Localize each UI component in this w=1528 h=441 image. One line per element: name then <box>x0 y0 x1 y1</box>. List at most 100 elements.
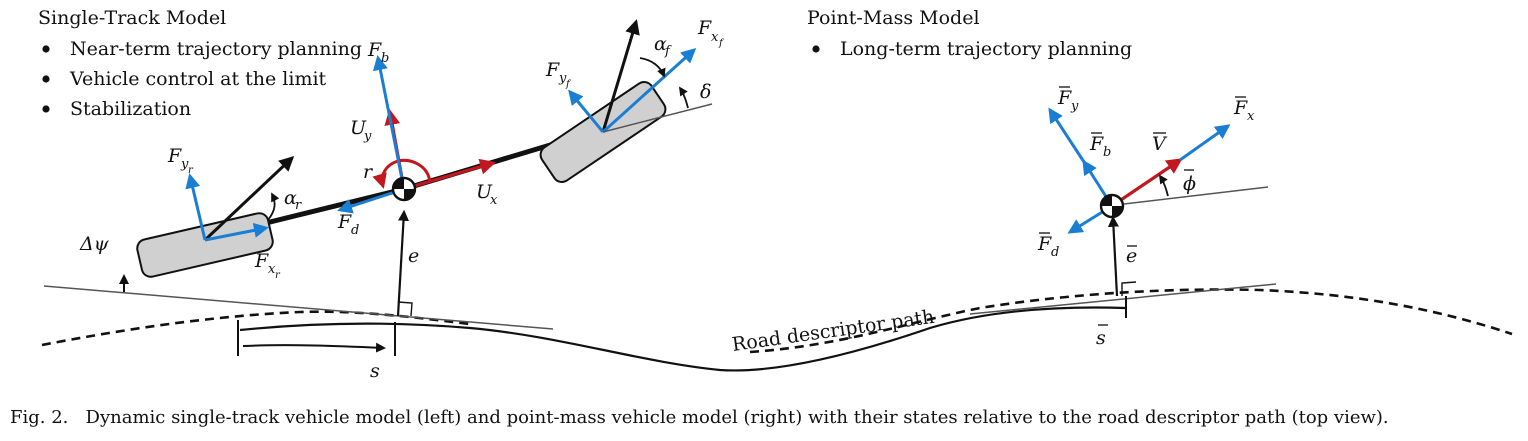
svg-text:F: F <box>367 39 382 61</box>
right-bullet-1: Long-term trajectory planning <box>840 38 1132 60</box>
svg-text:b: b <box>1103 145 1111 160</box>
svg-text:V: V <box>1152 133 1168 155</box>
symbol-delta: δ <box>700 81 711 103</box>
svg-text:F: F <box>1233 97 1248 119</box>
svg-text:x: x <box>711 30 719 45</box>
symbol-r-yaw: r <box>363 161 374 183</box>
center-of-gravity-left <box>391 176 417 202</box>
left-bullet-3: Stabilization <box>70 98 191 120</box>
heading-angle-phi-arc <box>1159 174 1169 197</box>
label-F-d: F d <box>337 211 359 238</box>
svg-text:r: r <box>188 165 194 176</box>
steer-angle-arc <box>679 86 689 109</box>
svg-text:F: F <box>254 250 269 272</box>
symbol-dpsi: Δψ <box>79 233 110 255</box>
right-model-title: Point-Mass Model <box>807 7 980 29</box>
label-F-x-f: F x f <box>697 17 725 49</box>
label-F-d-bar: F d <box>1037 232 1059 260</box>
road-descriptor-path-solid <box>239 306 1126 372</box>
bullet-dot <box>42 45 50 53</box>
svg-text:U: U <box>476 181 493 203</box>
front-longitudinal-force-arrow <box>601 47 697 134</box>
label-F-y-r: F y r <box>167 145 194 176</box>
velocity-V-bar-arrow <box>1111 158 1183 208</box>
svg-text:α: α <box>654 33 667 55</box>
label-F-b: F b <box>367 39 389 66</box>
arc-length-s-bar-marker: s <box>1096 296 1127 349</box>
force-Fb-arrow <box>372 55 406 190</box>
svg-text:ϕ: ϕ <box>1183 173 1196 195</box>
svg-text:f: f <box>565 79 572 90</box>
left-reference-line <box>43 285 554 330</box>
center-of-gravity-right <box>1099 193 1125 219</box>
symbol-s: s <box>370 360 380 382</box>
label-U-x: U x <box>476 181 498 208</box>
road-descriptor-path-dashed-right <box>749 288 1513 354</box>
svg-text:d: d <box>351 223 359 238</box>
front-slip-angle-arc <box>639 57 666 78</box>
svg-text:F: F <box>1057 87 1072 109</box>
svg-text:b: b <box>381 51 389 66</box>
rear-velocity-vector <box>203 155 295 242</box>
velocity-Ux-arrow <box>403 158 497 191</box>
left-bullet-1: Near-term trajectory planning <box>70 38 362 60</box>
svg-text:y: y <box>363 129 372 144</box>
arc-length-s-marker: s <box>237 320 396 382</box>
svg-text:F: F <box>337 211 352 233</box>
lateral-error-e-bar: e <box>1107 215 1137 297</box>
left-model-bullet-list: Near-term trajectory planning Vehicle co… <box>42 38 362 120</box>
rear-tire <box>136 212 274 278</box>
label-U-y: U y <box>350 117 372 144</box>
svg-text:x: x <box>1247 109 1255 124</box>
right-model-bullet-list: Long-term trajectory planning <box>812 38 1132 60</box>
label-F-b-bar: F b <box>1089 132 1111 160</box>
label-alpha-r: α r <box>284 187 302 213</box>
front-velocity-vector <box>601 19 640 133</box>
svg-text:y: y <box>180 157 189 172</box>
left-bullet-2: Vehicle control at the limit <box>69 68 327 90</box>
svg-text:s: s <box>1096 327 1106 349</box>
svg-text:F: F <box>1037 233 1052 255</box>
label-F-y-f: F y f <box>545 59 572 90</box>
label-phi-bar: ϕ <box>1183 169 1196 195</box>
figure-caption: Fig. 2. Dynamic single-track vehicle mod… <box>10 407 1389 428</box>
bullet-dot <box>42 105 50 113</box>
svg-text:F: F <box>1089 133 1104 155</box>
label-F-x-r: F x r <box>254 250 281 281</box>
road-descriptor-path-label: Road descriptor path <box>731 306 936 356</box>
label-F-y-bar: F y <box>1057 86 1079 114</box>
heading-error-dpsi: Δψ <box>79 233 129 292</box>
rear-lateral-force-arrow <box>185 173 207 241</box>
svg-text:α: α <box>284 187 297 209</box>
rear-longitudinal-force-arrow <box>204 222 269 242</box>
lateral-error-e: e <box>396 209 419 317</box>
svg-text:U: U <box>350 117 367 139</box>
svg-text:e: e <box>1126 245 1137 267</box>
svg-text:r: r <box>275 270 281 281</box>
svg-text:f: f <box>718 38 725 49</box>
svg-text:r: r <box>295 198 302 213</box>
label-V-bar: V <box>1152 132 1168 155</box>
svg-text:F: F <box>167 145 182 167</box>
svg-text:F: F <box>697 17 712 39</box>
front-steering-reference-line <box>602 103 713 133</box>
right-reference-line-upper <box>1123 186 1269 205</box>
left-model-title: Single-Track Model <box>38 7 226 29</box>
bullet-dot <box>812 45 820 53</box>
svg-text:y: y <box>558 71 567 86</box>
front-lateral-force-arrow <box>568 89 605 133</box>
label-F-x-bar: F x <box>1233 96 1255 124</box>
right-reference-line-lower <box>969 283 1277 315</box>
svg-text:d: d <box>1051 245 1059 260</box>
label-alpha-f: α f <box>654 33 672 59</box>
svg-text:f: f <box>664 44 672 59</box>
bullet-dot <box>42 75 50 83</box>
symbol-e: e <box>408 245 419 267</box>
force-Fy-bar-arrow <box>1048 107 1086 163</box>
svg-text:x: x <box>268 262 276 277</box>
svg-text:F: F <box>545 59 560 81</box>
force-Fx-bar-arrow <box>1179 124 1231 162</box>
svg-text:y: y <box>1070 99 1079 114</box>
svg-text:x: x <box>490 193 498 208</box>
